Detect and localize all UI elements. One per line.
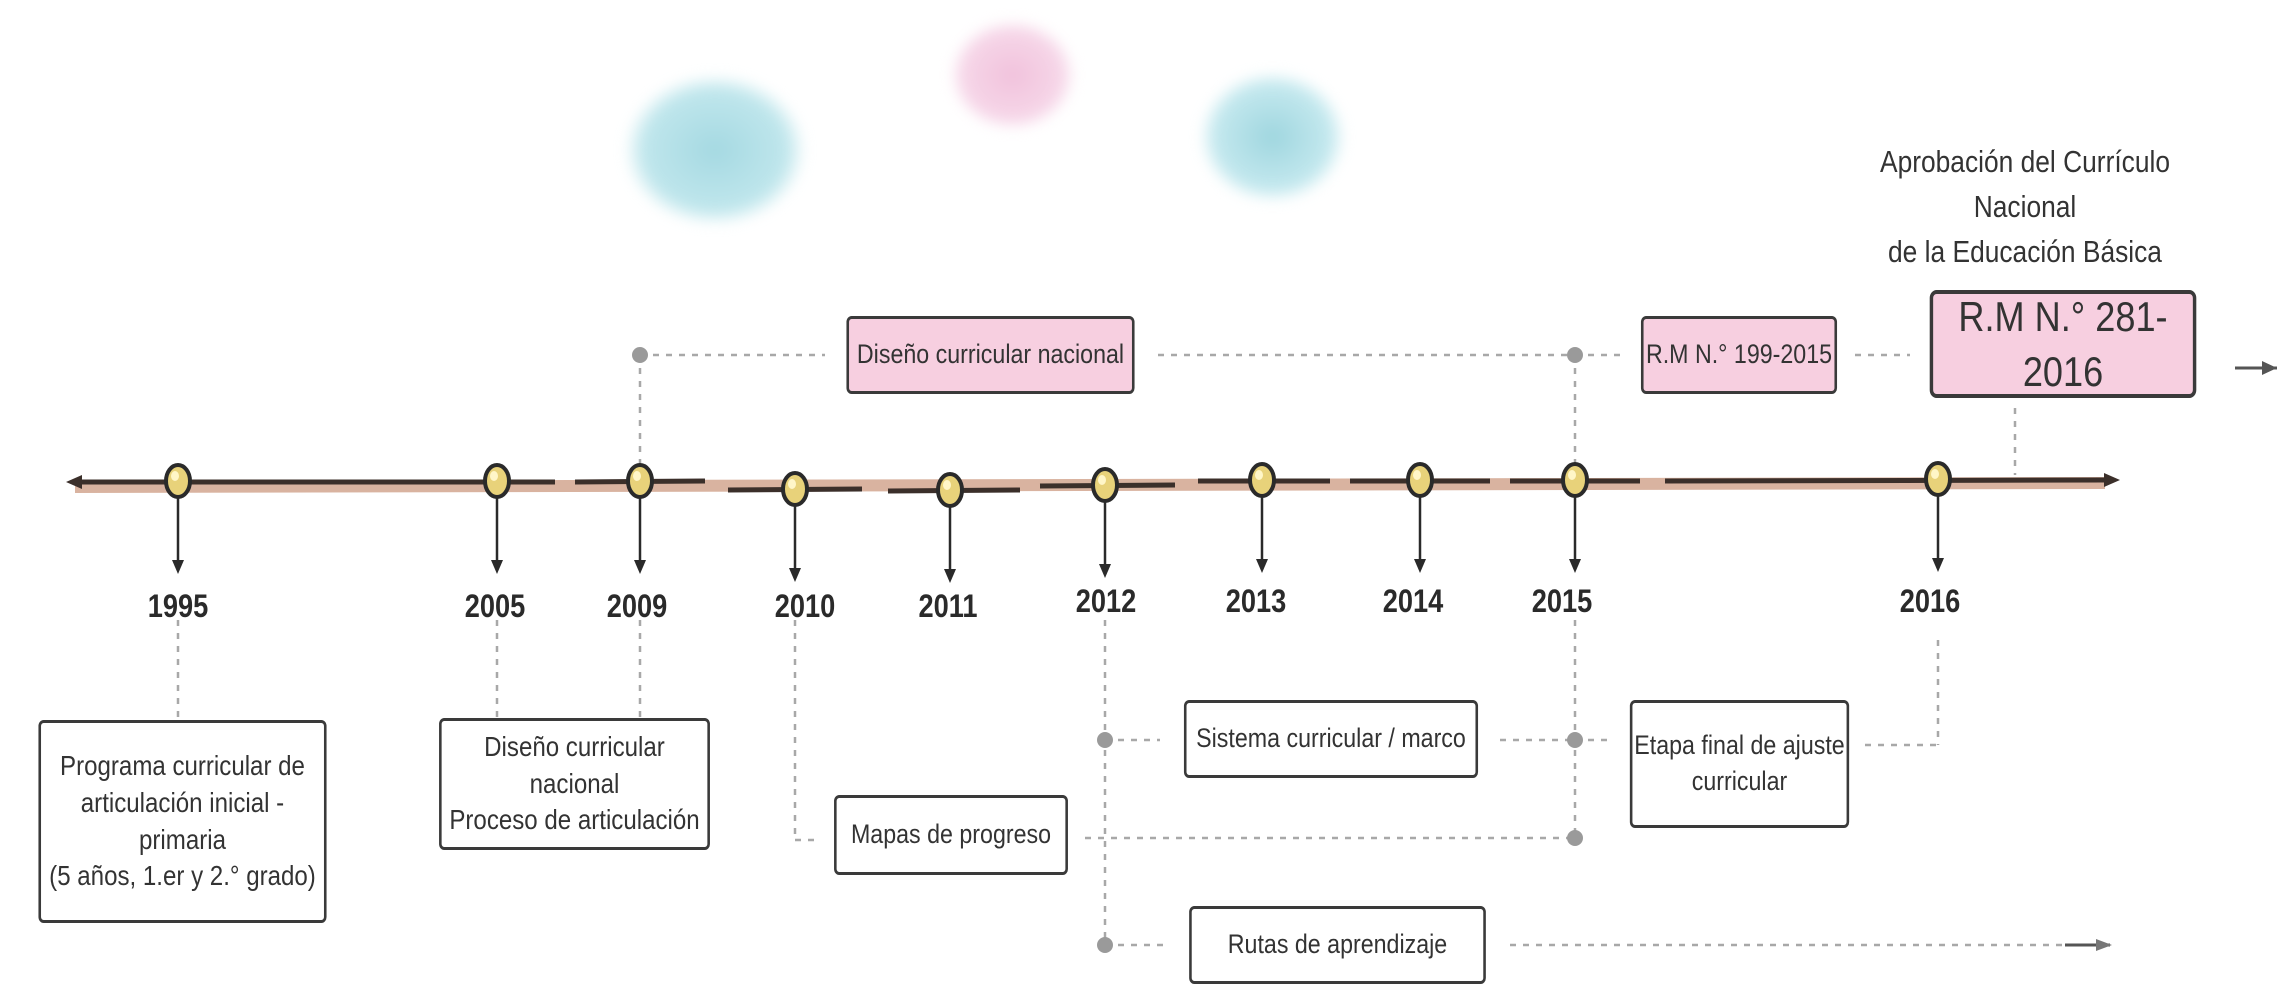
marker-arrowhead-2010 — [789, 568, 801, 582]
arrow-top-right-head — [2262, 361, 2277, 375]
marker-arrowhead-2015 — [1569, 559, 1581, 573]
marker-highlight-2011 — [943, 480, 951, 490]
marker-pin-2005 — [483, 463, 511, 499]
year-label-1995: 1995 — [147, 588, 209, 624]
marker-highlight-2016 — [1931, 469, 1939, 479]
marker-highlight-2013 — [1255, 470, 1263, 480]
marker-pin-2012 — [1091, 467, 1119, 503]
rm-199-2015-box: R.M N.° 199-2015 — [1640, 316, 1838, 394]
cloud-blue-left — [625, 75, 805, 225]
marker-highlight-2012 — [1098, 475, 1106, 485]
marker-highlight-2014 — [1413, 470, 1421, 480]
cloud-blue-right — [1200, 72, 1345, 202]
rutas-aprendizaje-box: Rutas de aprendizaje — [1189, 906, 1486, 984]
marker-pin-2014 — [1406, 462, 1434, 498]
year-label-2011: 2011 — [918, 588, 978, 624]
marker-arrowhead-2013 — [1256, 559, 1268, 573]
year-label-2015: 2015 — [1531, 583, 1593, 619]
year-label-2013: 2013 — [1225, 583, 1287, 619]
marker-highlight-1995 — [171, 471, 179, 481]
dcn-top-box: Diseño curricular nacional — [846, 316, 1135, 394]
year-markers — [164, 461, 1952, 583]
marker-arrowhead-1995 — [172, 560, 184, 574]
marker-pin-2016 — [1924, 461, 1952, 497]
programa-curricular-box: Programa curricular de articulación inic… — [38, 720, 327, 923]
marker-arrowhead-2011 — [944, 569, 956, 583]
arrow-rutas-head — [2096, 939, 2112, 951]
sistema-curricular-box: Sistema curricular / marco — [1183, 700, 1479, 778]
marker-highlight-2009 — [633, 471, 641, 481]
dcn-articulacion-box: Diseño curricular nacional Proceso de ar… — [439, 718, 710, 850]
axis-segment-9 — [1664, 477, 2106, 484]
marker-arrowhead-2005 — [491, 560, 503, 574]
marker-pin-2013 — [1248, 462, 1276, 498]
year-label-2016: 2016 — [1899, 583, 1961, 619]
axis-arrow-left — [66, 475, 82, 489]
axis-arrow-right — [2104, 473, 2120, 487]
marker-pin-2015 — [1561, 462, 1589, 498]
marker-pin-2009 — [626, 463, 654, 499]
junction-dot-2015-sistema — [1567, 732, 1583, 748]
marker-pin-1995 — [164, 463, 192, 499]
cloud-pink — [950, 20, 1075, 130]
marker-arrowhead-2014 — [1414, 559, 1426, 573]
junction-dot-2015-top — [1567, 347, 1583, 363]
approval-heading: Aprobación del Currículo Nacional de la … — [1879, 144, 2171, 269]
year-label-2014: 2014 — [1382, 583, 1444, 619]
junction-dot-2012-sistema — [1097, 732, 1113, 748]
junction-dot-2012-rutas — [1097, 937, 1113, 953]
marker-pin-2011 — [936, 472, 964, 508]
rm-281-2016-box: R.M N.° 281-2016 — [1929, 290, 2197, 398]
year-label-2009: 2009 — [606, 588, 668, 624]
junction-dot-2015-mapas — [1567, 830, 1583, 846]
year-label-2010: 2010 — [774, 588, 836, 624]
marker-arrowhead-2012 — [1099, 564, 1111, 578]
junction-dot-2009 — [632, 347, 648, 363]
marker-pin-2010 — [781, 471, 809, 507]
marker-arrowhead-2016 — [1932, 558, 1944, 572]
marker-highlight-2010 — [788, 479, 796, 489]
year-label-2005: 2005 — [464, 588, 526, 624]
marker-arrowhead-2009 — [634, 560, 646, 574]
marker-highlight-2005 — [490, 471, 498, 481]
etapa-final-box: Etapa final de ajuste curricular — [1629, 700, 1850, 828]
marker-highlight-2015 — [1568, 470, 1576, 480]
mapas-progreso-box: Mapas de progreso — [834, 795, 1068, 875]
year-label-2012: 2012 — [1075, 583, 1137, 619]
